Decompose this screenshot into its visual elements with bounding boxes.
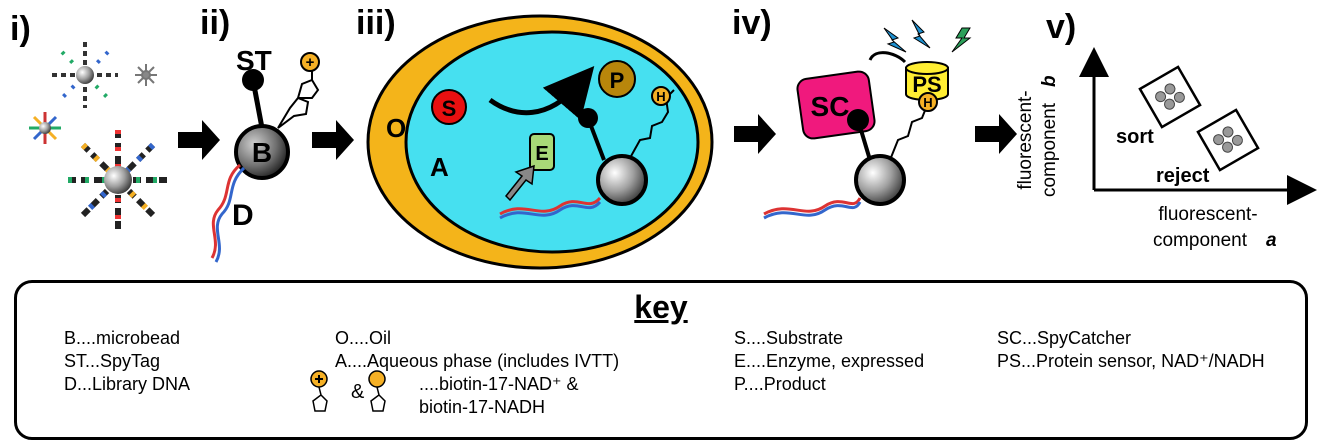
panel-4-sorted-bead: SC PS H [763,19,972,220]
nad-plus-icon [300,52,320,72]
microbead-icon-sorted [854,154,906,206]
small-bead-cluster-left [29,112,61,144]
key-entry: SC...SpyCatcher [997,328,1132,348]
label-h-droplet: H [656,89,665,104]
step-label-2: ii) [200,4,231,42]
process-arrows [178,114,1017,160]
y-axis-label-line1: fluorescent- [1015,90,1036,189]
key-entry: P....Product [734,374,826,394]
label-sc: SC [811,91,850,122]
dna-helix-sorted-icon [763,197,862,220]
x-axis-label-var: a [1266,230,1277,251]
lightning-bolt-icon-1 [883,27,907,53]
tiny-bead-cluster [135,64,157,86]
label-b: B [252,137,272,168]
microbead-icon-droplet [596,154,648,206]
key-entry: D...Library DNA [64,374,191,394]
nad-plus-sign: + [306,54,315,71]
large-bead-cluster [68,130,168,230]
spytag-icon [242,69,264,91]
dna-helix-droplet-icon [499,196,602,220]
key-column-4: SC...SpyCatcher PS...Protein sensor, NAD… [997,327,1265,373]
panel-3-droplet: O A S P E H [366,14,714,270]
reject-gate [1196,108,1260,172]
expression-arrow [504,164,535,202]
label-h-bound: H [923,95,932,110]
step-label-3: iii) [356,4,396,42]
label-d: D [232,199,254,232]
arrow-2 [312,120,354,160]
microbead-icon [234,124,290,180]
y-axis-label-line2: component [1039,102,1060,197]
x-axis-label-line1: fluorescent- [1158,204,1257,225]
key-entry: ST...SpyTag [64,351,161,371]
lightning-bolt-icon-2 [911,19,931,49]
label-e: E [535,143,548,165]
key-entry: ....biotin-17-NAD⁺ & [419,374,579,394]
key-entry: E....Enzyme, expressed [734,351,925,371]
label-o: O [386,113,406,143]
product-icon [598,60,636,98]
arrow-1 [178,120,220,160]
panel-1-beads [29,42,168,230]
key-column-1: B....microbead ST...SpyTag D...Library D… [64,327,190,396]
sort-gate [1138,65,1202,129]
key-entry: biotin-17-NADH [419,397,546,417]
dna-helix-icon [210,163,246,263]
key-entry: S....Substrate [734,328,844,348]
y-axis-label-var: b [1039,75,1060,87]
arrow-4 [975,114,1017,154]
step-label-5: v) [1046,8,1077,46]
workflow-diagram: ST + B D O A S P E H [29,14,1317,270]
panel-2-bead-construct: ST + B D [210,45,320,263]
reject-label: reject [1156,165,1210,187]
key-entry-biotin: & ....biotin-17-NAD⁺ & biotin-17-NADH [310,370,619,419]
label-a: A [430,152,449,182]
key-box: key B....microbead ST...SpyTag D...Libra… [14,280,1308,440]
key-entry: A....Aqueous phase (includes IVTT) [335,351,620,371]
medium-bead-cluster [52,42,118,108]
label-p: P [610,68,625,93]
substrate-icon [431,89,467,125]
ampersand: & [351,381,365,403]
reaction-arrow [488,66,595,121]
nadh-icon-bound [918,92,938,112]
x-axis-label-line2: component [1153,230,1248,251]
step-label-1: i) [10,10,31,48]
label-st: ST [236,45,272,76]
key-column-3: S....Substrate E....Enzyme, expressed P.… [734,327,924,396]
key-column-2: O....Oil A....Aqueous phase (includes IV… [310,327,620,419]
panel-5-sort-plot: fluorescent- component b fluorescent- co… [1015,47,1317,251]
nadh-icon [651,86,671,106]
enzyme-icon [529,133,555,171]
key-title: key [634,289,688,325]
sort-label: sort [1116,126,1154,148]
step-label-4: iv) [732,4,772,42]
label-s: S [442,96,457,121]
biotin-nad-icons [310,370,386,412]
lightning-bolt-icon-3 [951,27,972,53]
key-entry: B....microbead [64,328,181,348]
arrow-3 [734,114,776,154]
key-entry: PS...Protein sensor, NAD⁺/NADH [997,351,1265,371]
key-entry: O....Oil [335,328,392,348]
